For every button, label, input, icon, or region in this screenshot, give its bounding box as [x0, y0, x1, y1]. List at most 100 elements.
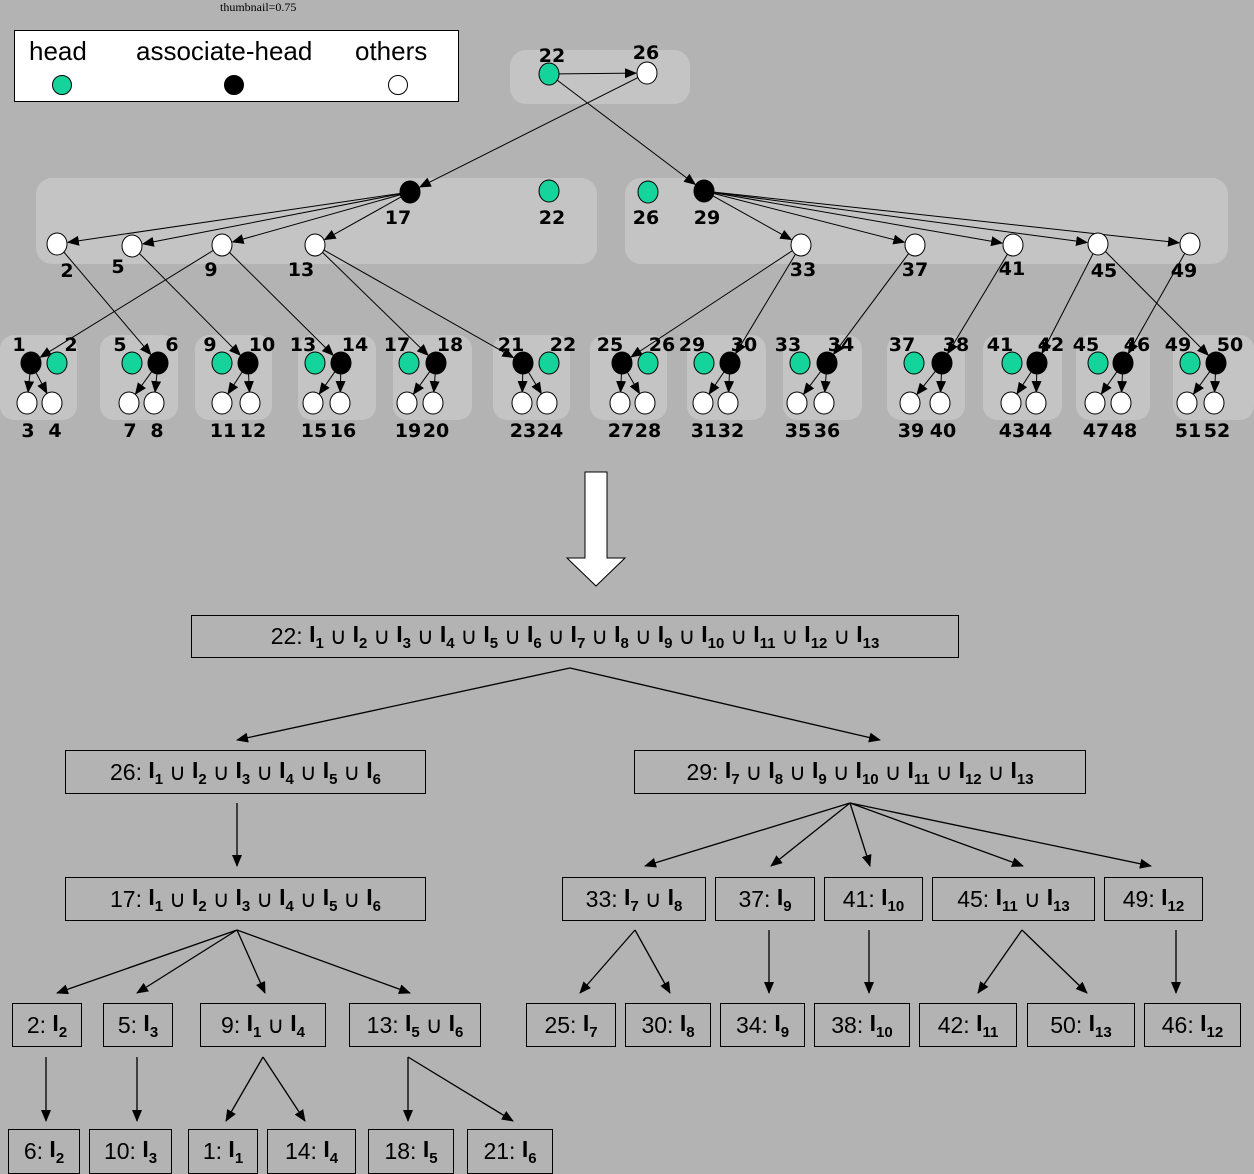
- itemset-box-41: 41: I10: [824, 877, 923, 921]
- other-node: [1203, 391, 1225, 415]
- legend-head-label: head: [29, 36, 87, 66]
- itemset-index: 4: [296, 1023, 305, 1041]
- other-node: [1000, 391, 1022, 415]
- other-node: [717, 391, 739, 415]
- itemset-index: 7: [589, 1023, 598, 1041]
- node-label: 50: [1217, 334, 1243, 356]
- assoc-node: [425, 351, 447, 375]
- graph-edge: [947, 253, 1009, 355]
- node-id: 29:: [686, 758, 725, 785]
- itemset-box-9: 9: I1∪I4: [200, 1003, 326, 1047]
- itemset-index: 10: [861, 770, 879, 788]
- node-id: 13:: [366, 1011, 406, 1038]
- assoc-node: [512, 351, 534, 375]
- other-node: [1176, 391, 1198, 415]
- node-label: 27: [608, 420, 634, 442]
- itemset-index: 5: [411, 1023, 420, 1041]
- itemset-index: 11: [1001, 897, 1018, 915]
- union-symbol: ∪: [373, 623, 391, 649]
- itemset-var: I11: [976, 1009, 999, 1041]
- union-symbol: ∪: [678, 623, 696, 649]
- other-node: [46, 232, 68, 256]
- itemset-box-25: 25: I7: [526, 1003, 616, 1047]
- tree-edge: [849, 802, 1152, 869]
- other-node: [929, 391, 951, 415]
- itemset-var: I1: [148, 883, 164, 915]
- graph-edge: [916, 370, 937, 396]
- head-node: [538, 179, 560, 203]
- union-symbol: ∪: [781, 623, 799, 649]
- node-group-box: [510, 50, 690, 104]
- graph-edge: [712, 195, 793, 241]
- node-id: 37:: [738, 885, 777, 912]
- tree-edge: [225, 1056, 264, 1122]
- itemset-index: 12: [1206, 1023, 1224, 1041]
- other-node: [396, 391, 418, 415]
- assoc-node: [1205, 351, 1227, 375]
- itemset-var: I6: [366, 883, 381, 915]
- graph-edge: [527, 371, 542, 395]
- itemset-box-30: 30: I8: [625, 1003, 711, 1047]
- graph-edge: [138, 252, 241, 356]
- itemset-var: I12: [1200, 1009, 1224, 1041]
- tree-edge: [849, 802, 1024, 867]
- graph-edge: [412, 370, 431, 395]
- node-id: 22:: [270, 623, 310, 649]
- other-node: [899, 391, 921, 415]
- graph-edge: [1016, 371, 1032, 395]
- itemset-var: I3: [396, 621, 411, 652]
- union-symbol: ∪: [547, 623, 565, 649]
- node-id: 21:: [483, 1138, 522, 1164]
- graph-edge: [141, 193, 401, 247]
- graph-edge: [713, 192, 906, 245]
- itemset-index: 6: [372, 770, 381, 788]
- node-label: 16: [330, 420, 356, 442]
- itemset-var: I13: [1046, 883, 1070, 915]
- graph-edge: [558, 68, 638, 79]
- itemset-var: I6: [526, 621, 542, 652]
- itemset-index: 5: [429, 1150, 438, 1167]
- itemset-index: 3: [149, 1023, 159, 1041]
- itemset-box-5: 5: I3: [103, 1003, 173, 1047]
- node-id: 42:: [937, 1011, 977, 1038]
- head-node: [121, 351, 143, 375]
- assoc-node: [719, 351, 741, 375]
- itemset-var: I12: [804, 621, 828, 652]
- node-label: 52: [1204, 420, 1230, 442]
- other-node: [904, 233, 926, 257]
- itemset-index: 1: [154, 897, 164, 915]
- node-label: 41: [987, 334, 1013, 356]
- itemset-var: I12: [1161, 883, 1185, 915]
- legend: head associate-head others: [14, 30, 459, 102]
- graph-edge: [708, 371, 725, 395]
- node-label: 41: [999, 258, 1025, 280]
- itemset-box-42: 42: I11: [919, 1003, 1017, 1047]
- other-node: [536, 391, 558, 415]
- union-symbol: ∪: [1023, 885, 1041, 912]
- itemset-box-6: 6: I2: [8, 1129, 80, 1174]
- graph-edge: [626, 371, 641, 395]
- itemset-index: 5: [489, 635, 499, 652]
- union-symbol: ∪: [329, 623, 347, 649]
- head-node-icon: [52, 75, 72, 95]
- graph-edge: [713, 191, 1089, 247]
- itemset-var: I4: [290, 1009, 305, 1041]
- graph-edge: [227, 371, 243, 395]
- graph-edge: [802, 370, 822, 396]
- graph-edge: [832, 252, 910, 355]
- node-label: 17: [384, 334, 410, 356]
- node-label: 33: [790, 259, 816, 281]
- itemset-index: 12: [1167, 897, 1185, 915]
- head-node: [304, 351, 326, 375]
- other-node: [16, 391, 38, 415]
- node-label: 34: [828, 334, 854, 356]
- other-node: [636, 61, 658, 85]
- itemset-var: I9: [811, 756, 827, 788]
- itemset-var: I2: [52, 1009, 68, 1041]
- other-node: [813, 391, 835, 415]
- union-symbol: ∪: [256, 758, 274, 785]
- other-node: [302, 391, 324, 415]
- assoc-node: [237, 351, 259, 375]
- graph-edge: [1117, 372, 1128, 394]
- node-label: 47: [1083, 420, 1109, 442]
